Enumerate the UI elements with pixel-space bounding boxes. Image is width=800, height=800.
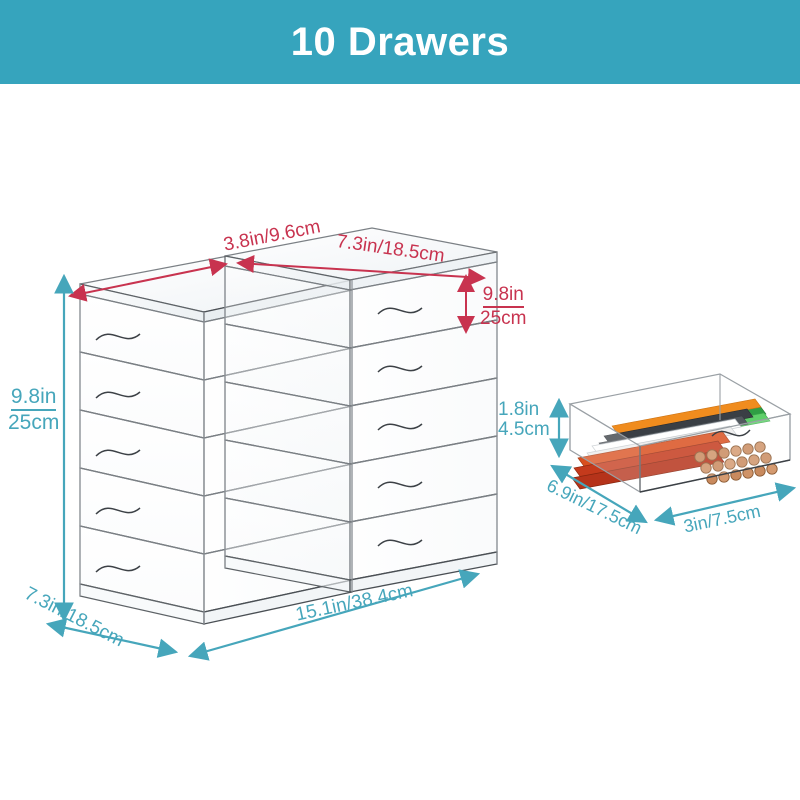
dim-label-left-height: 9.8in 25cm bbox=[8, 385, 60, 435]
dim-label-right-height: 9.8in 25cm bbox=[480, 285, 526, 329]
dim-label-right-height-inches: 9.8in bbox=[482, 285, 524, 308]
dim-arrow-top-right-depth bbox=[236, 254, 486, 287]
dim-label-tray-height-inches: 1.8in bbox=[498, 399, 540, 420]
dim-arrow-tray-depth bbox=[550, 464, 648, 524]
dim-arrow-bottom-depth bbox=[45, 618, 179, 658]
page-title: 10 Drawers bbox=[290, 19, 510, 64]
product-illustration bbox=[0, 84, 800, 800]
product-illustration-svg bbox=[45, 227, 797, 661]
dim-label-left-height-inches: 9.8in bbox=[10, 385, 57, 412]
dim-label-right-height-cm: 25cm bbox=[480, 307, 527, 329]
pencil-ends bbox=[694, 441, 778, 485]
dim-label-tray-height-cm: 4.5cm bbox=[498, 418, 550, 440]
header-banner: 10 Drawers bbox=[0, 0, 800, 84]
pencil-bundle bbox=[571, 398, 778, 490]
dim-arrow-tray-width bbox=[653, 482, 797, 526]
pencil-tray bbox=[568, 373, 792, 494]
drawer-column-right bbox=[224, 261, 498, 593]
drawer-unit bbox=[79, 227, 498, 625]
tray-handle-cutout bbox=[711, 429, 751, 437]
dim-arrow-top-left-width bbox=[68, 258, 228, 302]
dim-label-left-height-cm: 25cm bbox=[8, 411, 60, 435]
dim-label-tray-height: 1.8in 4.5cm bbox=[498, 400, 550, 440]
dim-arrow-bottom-width bbox=[187, 569, 481, 661]
